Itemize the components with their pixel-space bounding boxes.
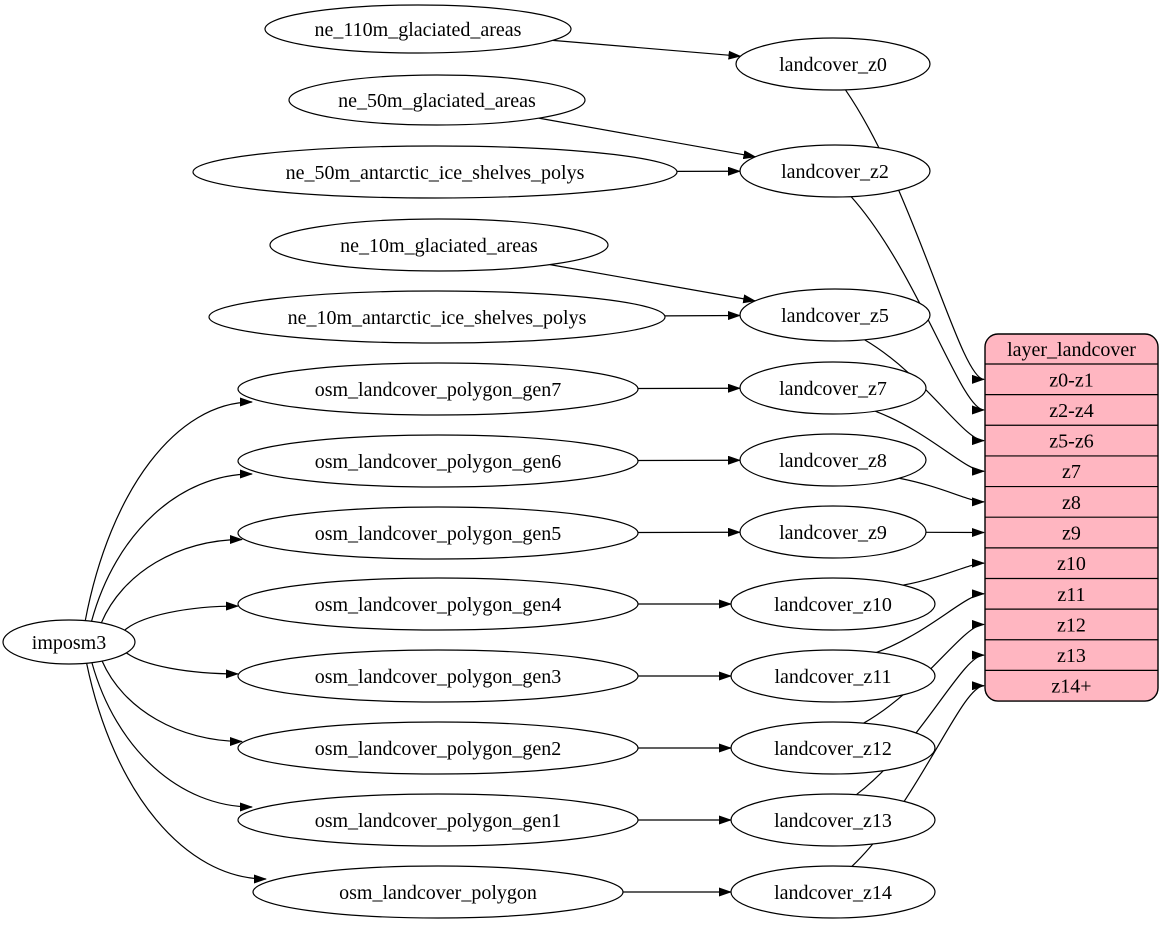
edge-imposm3-to-osm_landcover_polygon_gen4 bbox=[125, 606, 238, 630]
node-label: landcover_z8 bbox=[779, 450, 887, 472]
node-landcover_z13: landcover_z13 bbox=[731, 794, 935, 846]
node-label: landcover_z14 bbox=[774, 882, 892, 904]
node-label: landcover_z5 bbox=[781, 305, 889, 327]
node-landcover_z12: landcover_z12 bbox=[731, 722, 935, 774]
node-label: landcover_z11 bbox=[775, 666, 892, 688]
table-row-z9: z9 bbox=[1062, 523, 1081, 545]
node-landcover_z2: landcover_z2 bbox=[740, 145, 930, 197]
table-row-z13: z13 bbox=[1057, 645, 1086, 667]
node-landcover_z14: landcover_z14 bbox=[731, 866, 935, 918]
table-row-z0-z1: z0-z1 bbox=[1049, 369, 1093, 391]
node-label: ne_50m_antarctic_ice_shelves_polys bbox=[286, 162, 585, 184]
node-landcover_z11: landcover_z11 bbox=[731, 650, 935, 702]
node-label: osm_landcover_polygon_gen1 bbox=[315, 810, 562, 832]
edge-ne_110m_glaciated_areas-to-landcover_z0 bbox=[553, 40, 741, 56]
table-row-z2-z4: z2-z4 bbox=[1049, 400, 1093, 422]
edge-imposm3-to-osm_landcover_polygon_gen3 bbox=[126, 653, 238, 674]
edge-imposm3-to-osm_landcover_polygon bbox=[87, 663, 266, 879]
node-imposm3: imposm3 bbox=[3, 620, 135, 664]
node-osm_landcover_polygon_gen3: osm_landcover_polygon_gen3 bbox=[238, 650, 638, 702]
node-osm_landcover_polygon_gen4: osm_landcover_polygon_gen4 bbox=[238, 578, 638, 630]
table-row-z5-z6: z5-z6 bbox=[1049, 431, 1093, 453]
node-label: osm_landcover_polygon_gen4 bbox=[315, 594, 562, 616]
table-title: layer_landcover bbox=[1007, 339, 1136, 361]
node-osm_landcover_polygon_gen2: osm_landcover_polygon_gen2 bbox=[238, 722, 638, 774]
table-layer: layer_landcover z0-z1 z2-z4 z5-z6 z7 z8 z9 z10 z… bbox=[985, 334, 1158, 701]
edge-imposm3-to-osm_landcover_polygon_gen7 bbox=[85, 402, 252, 621]
node-label: osm_landcover_polygon bbox=[339, 882, 537, 904]
node-label: landcover_z0 bbox=[779, 54, 887, 76]
node-landcover_z5: landcover_z5 bbox=[740, 289, 930, 341]
node-ne_50m_antarctic_ice_shelves_polys: ne_50m_antarctic_ice_shelves_polys bbox=[193, 146, 677, 198]
node-ne_50m_glaciated_areas: ne_50m_glaciated_areas bbox=[289, 75, 585, 125]
table-row-z7: z7 bbox=[1062, 461, 1081, 483]
node-landcover_z0: landcover_z0 bbox=[736, 38, 930, 90]
table-row-z10: z10 bbox=[1057, 553, 1086, 575]
node-label: imposm3 bbox=[32, 632, 106, 654]
node-label: osm_landcover_polygon_gen3 bbox=[315, 666, 562, 688]
node-label: landcover_z10 bbox=[774, 594, 892, 616]
table-row-z11: z11 bbox=[1057, 584, 1085, 606]
node-osm_landcover_polygon_gen6: osm_landcover_polygon_gen6 bbox=[238, 435, 638, 487]
edge-ne_10m_glaciated_areas-to-landcover_z5 bbox=[550, 265, 755, 301]
node-label: ne_10m_glaciated_areas bbox=[340, 235, 538, 257]
node-layer: imposm3 ne_110m_glaciated_areas ne_50m_gla… bbox=[3, 5, 935, 918]
node-label: osm_landcover_polygon_gen2 bbox=[315, 738, 562, 760]
edge-imposm3-to-osm_landcover_polygon_gen6 bbox=[92, 474, 252, 621]
node-landcover_z8: landcover_z8 bbox=[740, 434, 926, 486]
node-landcover_z10: landcover_z10 bbox=[731, 578, 935, 630]
table-row-z14+: z14+ bbox=[1051, 676, 1091, 698]
node-osm_landcover_polygon_gen5: osm_landcover_polygon_gen5 bbox=[238, 507, 638, 559]
edge-landcover_z10-to-row-z10 bbox=[903, 563, 984, 585]
node-osm_landcover_polygon_gen7: osm_landcover_polygon_gen7 bbox=[238, 363, 638, 415]
node-osm_landcover_polygon: osm_landcover_polygon bbox=[253, 866, 623, 918]
node-osm_landcover_polygon_gen1: osm_landcover_polygon_gen1 bbox=[238, 794, 638, 846]
node-label: osm_landcover_polygon_gen5 bbox=[315, 523, 562, 545]
table-row-z12: z12 bbox=[1057, 614, 1086, 636]
edge-landcover_z8-to-row-z8 bbox=[899, 478, 984, 502]
node-ne_10m_antarctic_ice_shelves_polys: ne_10m_antarctic_ice_shelves_polys bbox=[209, 291, 665, 343]
node-label: landcover_z2 bbox=[781, 161, 889, 183]
node-label: ne_110m_glaciated_areas bbox=[315, 19, 522, 41]
node-label: landcover_z13 bbox=[774, 810, 892, 832]
node-landcover_z7: landcover_z7 bbox=[740, 362, 926, 414]
node-label: landcover_z9 bbox=[779, 522, 887, 544]
node-label: landcover_z12 bbox=[774, 738, 892, 760]
node-label: landcover_z7 bbox=[779, 378, 887, 400]
table-row-z8: z8 bbox=[1062, 492, 1081, 514]
node-landcover_z9: landcover_z9 bbox=[740, 506, 926, 558]
table-layer_landcover: layer_landcover z0-z1 z2-z4 z5-z6 z7 z8 z9 z10 z… bbox=[985, 334, 1158, 701]
node-ne_110m_glaciated_areas: ne_110m_glaciated_areas bbox=[265, 5, 571, 53]
node-label: ne_10m_antarctic_ice_shelves_polys bbox=[288, 307, 587, 329]
node-label: ne_50m_glaciated_areas bbox=[338, 90, 536, 112]
node-label: osm_landcover_polygon_gen7 bbox=[315, 379, 562, 401]
node-ne_10m_glaciated_areas: ne_10m_glaciated_areas bbox=[270, 219, 608, 271]
node-label: osm_landcover_polygon_gen6 bbox=[315, 451, 562, 473]
